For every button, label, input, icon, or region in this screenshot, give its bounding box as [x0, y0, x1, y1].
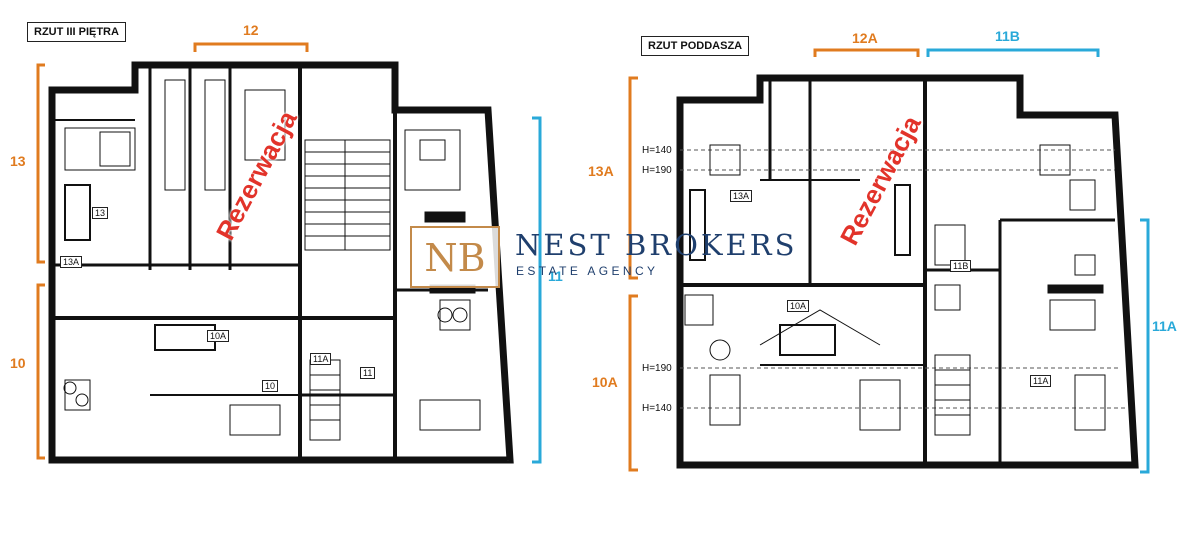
room-tag: 10A [787, 300, 810, 312]
svg-text:NB: NB [424, 236, 485, 280]
height-mark: H=190 [642, 165, 672, 176]
right-plan-walls [676, 74, 1139, 469]
room-tag: 11 [360, 367, 376, 379]
left-plan-dimension-lines [36, 42, 542, 464]
room-tag: 13A [60, 256, 83, 268]
room-tag: 13A [730, 190, 753, 202]
right-dim-left-lower: 10A [592, 374, 618, 390]
right-dim-right: 11A [1152, 318, 1177, 334]
left-dim-top: 12 [243, 22, 259, 38]
room-tag: 10 [262, 380, 279, 392]
height-mark: H=190 [642, 363, 672, 374]
left-dim-left-upper: 13 [10, 153, 26, 169]
brand-name: NEST BROKERS [515, 228, 798, 262]
room-tag: 11A [1030, 375, 1052, 387]
right-plan-furniture [684, 144, 1106, 436]
right-dim-top-right: 11B [995, 28, 1020, 44]
room-tag: 11A [310, 353, 332, 365]
left-dim-left-lower: 10 [10, 355, 26, 371]
left-plan-walls [48, 61, 514, 464]
height-mark: H=140 [642, 403, 672, 414]
room-tag: 13 [92, 207, 109, 219]
height-mark: H=140 [642, 145, 672, 156]
right-plan-dimension-lines [628, 48, 1150, 474]
room-tag: 10A [207, 330, 230, 342]
right-plan-height-lines [680, 149, 1125, 409]
brand-subtitle: ESTATE AGENCY [516, 264, 659, 278]
left-plan-title: RZUT III PIĘTRA [27, 22, 126, 42]
left-dim-right: 11 [548, 268, 563, 284]
left-plan-stairs [304, 139, 391, 441]
brand-logo-icon: NB [410, 226, 500, 288]
right-dim-left-upper: 13A [588, 163, 614, 179]
right-dim-top-left: 12A [852, 30, 878, 46]
right-plan-title: RZUT PODDASZA [641, 36, 750, 56]
room-tag: 11B [950, 260, 972, 272]
